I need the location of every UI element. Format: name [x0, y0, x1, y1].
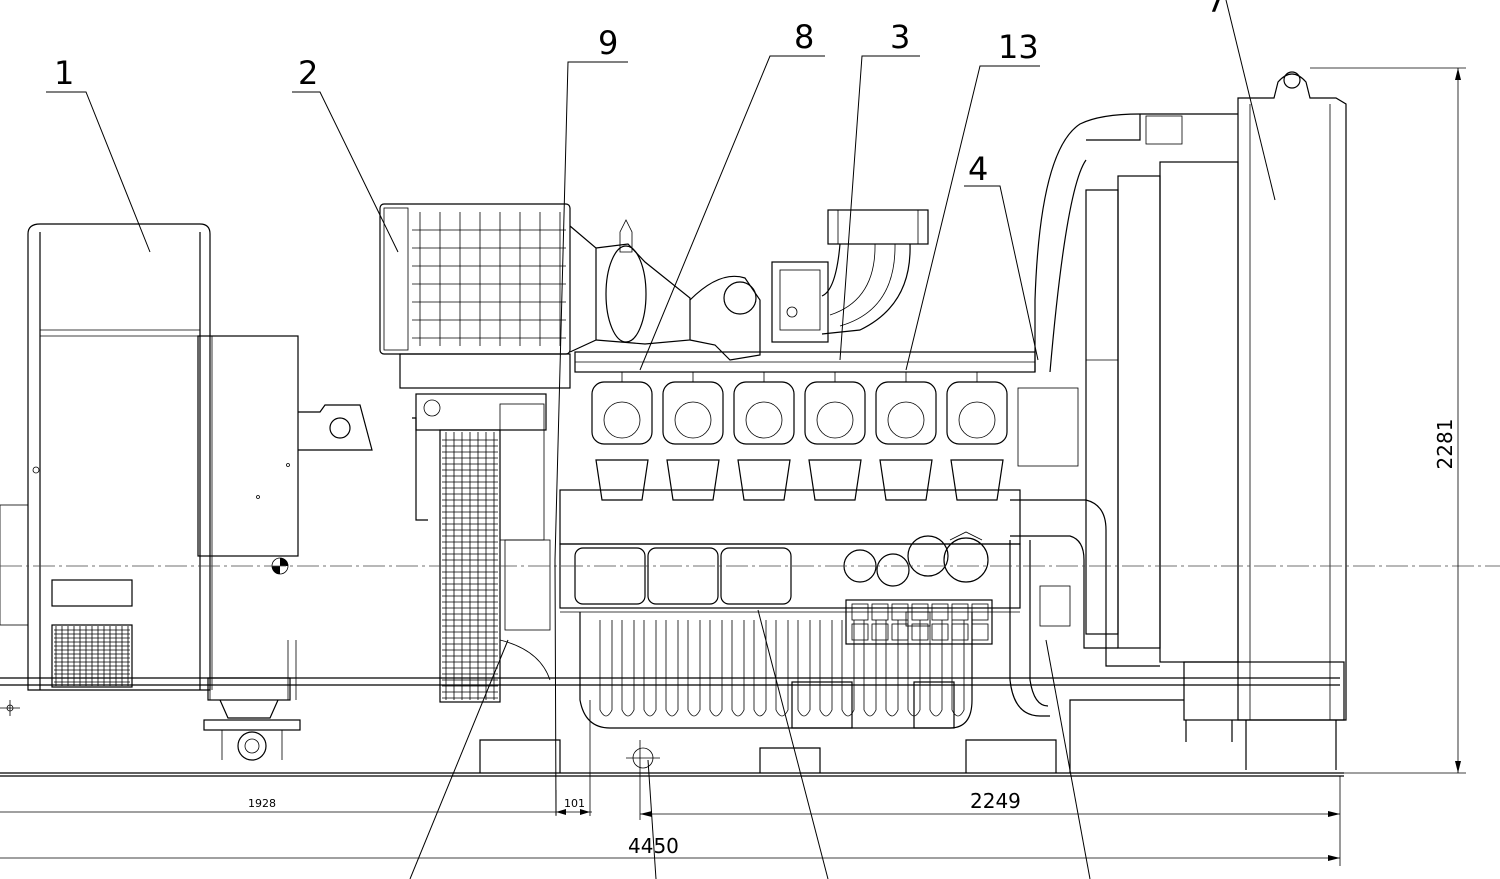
- dimension-coupling-gap: 101: [564, 797, 585, 810]
- exhaust-elbow: [821, 209, 929, 335]
- dimension-overall-length: 4450: [628, 834, 679, 858]
- callout-4: 4: [968, 150, 988, 188]
- callout-leaders: [46, 0, 1276, 879]
- alternator: [0, 223, 373, 691]
- callout-7: 7: [1206, 0, 1226, 20]
- base-frame: [0, 677, 1344, 777]
- radiator: [1085, 71, 1347, 770]
- dimension-generator-section: 1928: [248, 797, 276, 810]
- callout-3: 3: [890, 18, 910, 56]
- callout-13: 13: [998, 28, 1039, 66]
- callout-8: 8: [794, 18, 814, 56]
- air-filter-grid: [412, 212, 566, 346]
- flywheel-housing: [412, 393, 551, 703]
- cylinder-heads: [591, 372, 1008, 501]
- engine-block: [559, 351, 1036, 729]
- callout-1: 1: [54, 54, 74, 92]
- alternator-mount: [203, 640, 301, 761]
- dimension-lines: [0, 67, 1466, 866]
- dimension-overall-height: 2281: [1433, 419, 1457, 470]
- dimension-engine-radiator-section: 2249: [970, 789, 1021, 813]
- air-filter: [379, 203, 691, 389]
- turbocharger: [689, 261, 829, 361]
- callout-2: 2: [298, 54, 318, 92]
- callout-9: 9: [598, 24, 618, 62]
- alternator-louvres: [54, 626, 130, 686]
- coolant-piping: [1009, 113, 1238, 717]
